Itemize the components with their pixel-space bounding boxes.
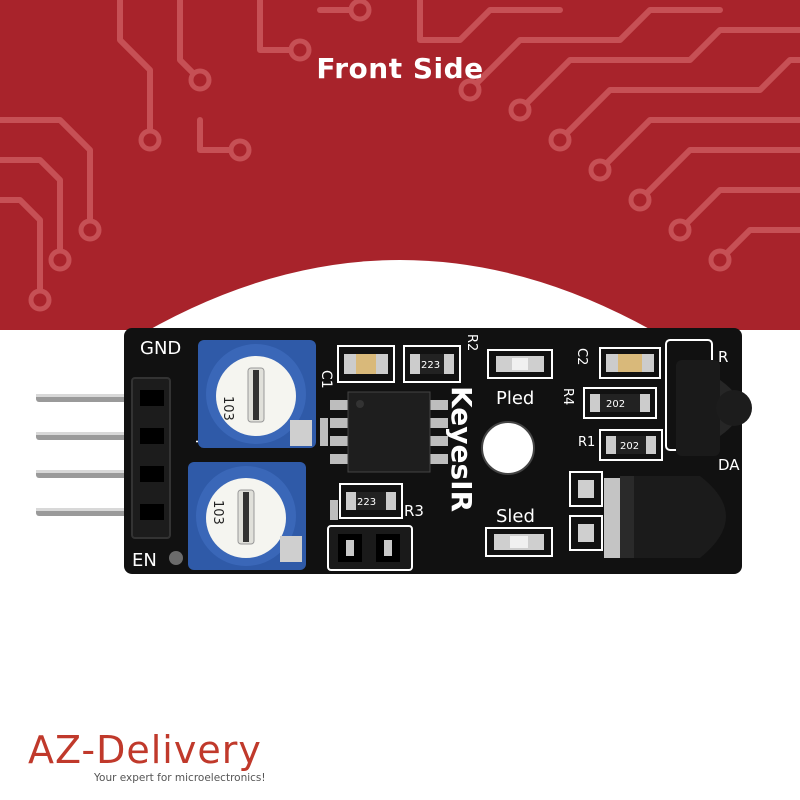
header-pins bbox=[36, 394, 136, 516]
label-r-edge: R bbox=[718, 348, 728, 366]
label-c2: C2 bbox=[574, 348, 589, 365]
brand-name: AZ-Delivery bbox=[28, 728, 262, 772]
brand-tagline: Your expert for microelectronics! bbox=[94, 772, 266, 784]
brand-logo: AZ-Delivery Your expert for microelectro… bbox=[28, 728, 298, 788]
label-da: DA bbox=[718, 456, 740, 474]
label-pled: Pled bbox=[496, 388, 534, 409]
label-c1: C1 bbox=[318, 370, 334, 389]
label-keyesir: KeyesIR bbox=[445, 386, 478, 512]
label-en: EN bbox=[132, 550, 157, 571]
mounting-hole bbox=[169, 551, 183, 565]
smd-code-r1: 202 bbox=[620, 441, 639, 452]
circuit-pad-pattern bbox=[28, 0, 732, 312]
pot-code-top: 103 bbox=[220, 396, 235, 421]
pin-header-housing bbox=[131, 377, 171, 539]
ir-receiver bbox=[665, 339, 752, 456]
enable-jumper bbox=[327, 525, 413, 571]
label-gnd: GND bbox=[140, 338, 181, 359]
label-sled: Sled bbox=[496, 506, 535, 527]
center-hole bbox=[481, 421, 535, 475]
smd-code-r3: 223 bbox=[357, 497, 376, 508]
label-r2: R2 bbox=[464, 334, 479, 351]
ic-chip bbox=[330, 391, 448, 473]
pot-code-bottom: 103 bbox=[210, 500, 225, 525]
potentiometer-bottom: 103 bbox=[188, 462, 306, 570]
label-r3: R3 bbox=[404, 502, 424, 520]
smd-code-r4: 202 bbox=[606, 399, 625, 410]
label-r4: R4 bbox=[560, 388, 575, 405]
label-r1: R1 bbox=[578, 435, 595, 450]
smd-code-r2: 223 bbox=[421, 360, 440, 371]
ir-led-pair bbox=[569, 471, 726, 558]
page-title: Front Side bbox=[316, 52, 484, 85]
circuit-trace-pattern bbox=[0, 0, 800, 303]
potentiometer-top: 103 bbox=[198, 340, 316, 448]
